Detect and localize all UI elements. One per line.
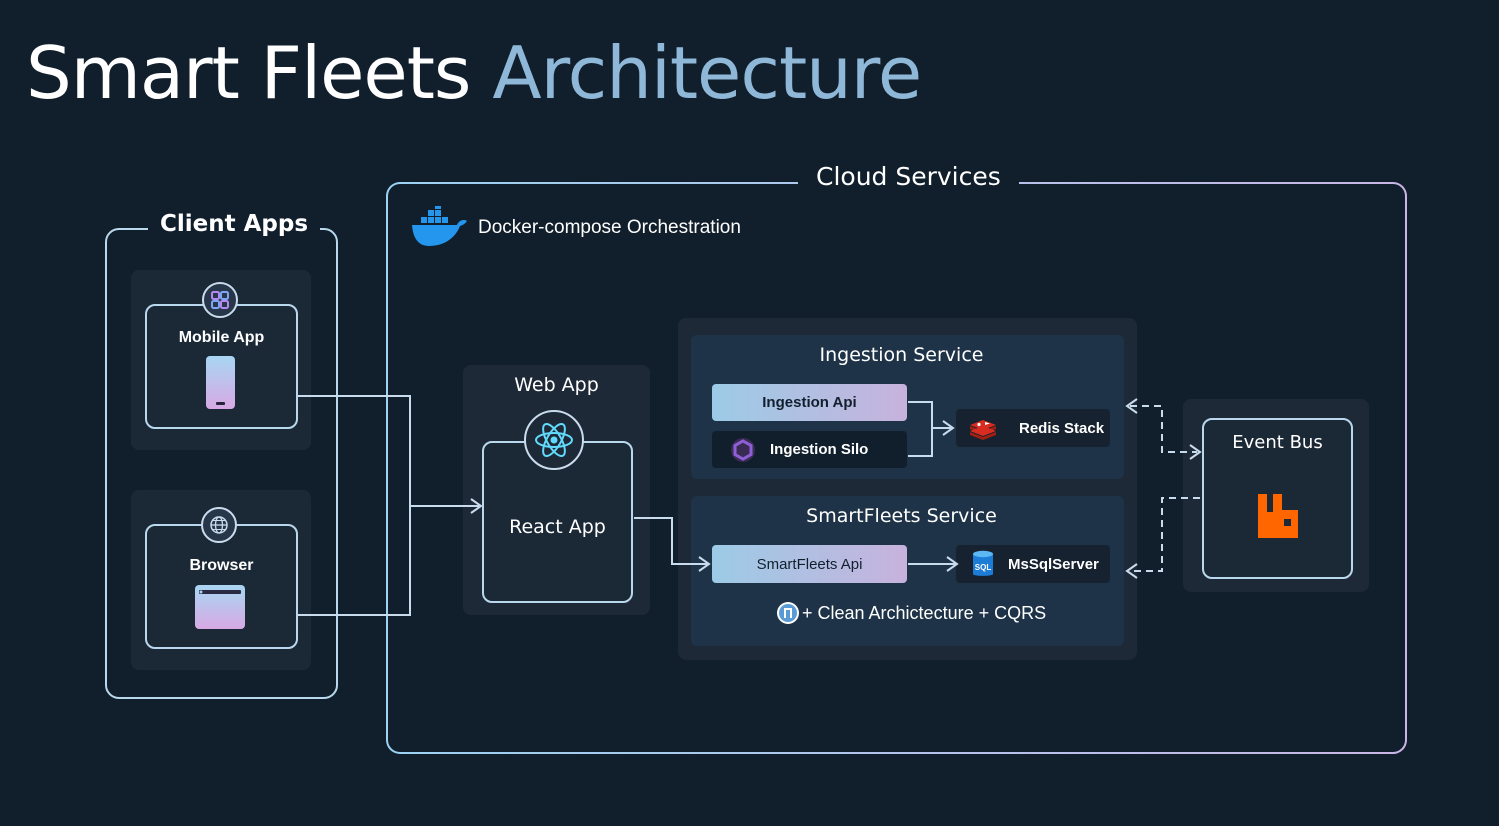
rabbitmq-icon: [1258, 494, 1298, 543]
ingestion-silo-label: Ingestion Silo: [770, 441, 869, 458]
dotnet-icon: [776, 601, 800, 625]
smartfleets-service-title: SmartFleets Service: [806, 505, 997, 527]
cloud-services-label: Cloud Services: [798, 162, 1019, 191]
event-bus-label: Event Bus: [1232, 432, 1323, 453]
mssqlserver-label: MsSqlServer: [1008, 555, 1099, 573]
react-icon: [524, 410, 584, 470]
globe-icon: [201, 507, 237, 543]
architecture-note: + Clean Archictecture + CQRS: [776, 601, 1046, 625]
browser-window-icon: [195, 585, 245, 634]
page-title: Smart Fleets Architecture: [26, 28, 922, 118]
phone-icon: [206, 356, 235, 414]
svg-text:SQL: SQL: [975, 563, 992, 572]
mobile-app-label: Mobile App: [178, 329, 265, 346]
orleans-hexagon-icon: [730, 436, 756, 464]
web-app-label: Web App: [514, 374, 599, 396]
docker-whale-icon: [411, 203, 469, 253]
smartfleets-api-label: SmartFleets Api: [756, 555, 863, 573]
architecture-note-text: + Clean Archictecture + CQRS: [802, 602, 1047, 623]
sql-database-icon: SQL: [972, 550, 994, 578]
smartfleets-api[interactable]: SmartFleets Api: [712, 545, 907, 583]
docker-orchestration-label: Docker-compose Orchestration: [478, 217, 741, 238]
ingestion-api-label: Ingestion Api: [762, 394, 857, 411]
ingestion-api[interactable]: Ingestion Api: [712, 384, 907, 421]
redis-stack[interactable]: Redis Stack: [956, 409, 1110, 447]
mssqlserver[interactable]: SQL MsSqlServer: [956, 545, 1110, 583]
title-part-1: Smart Fleets: [26, 31, 471, 115]
ingestion-service-title: Ingestion Service: [819, 344, 984, 366]
redis-icon: [969, 416, 997, 440]
react-app-label: React App: [509, 516, 606, 538]
app-grid-icon: [202, 282, 238, 318]
browser-label: Browser: [189, 557, 254, 574]
client-apps-label: Client Apps: [148, 211, 321, 237]
title-part-2: Architecture: [492, 31, 922, 115]
redis-stack-label: Redis Stack: [1019, 419, 1105, 437]
ingestion-silo[interactable]: Ingestion Silo: [712, 431, 907, 468]
